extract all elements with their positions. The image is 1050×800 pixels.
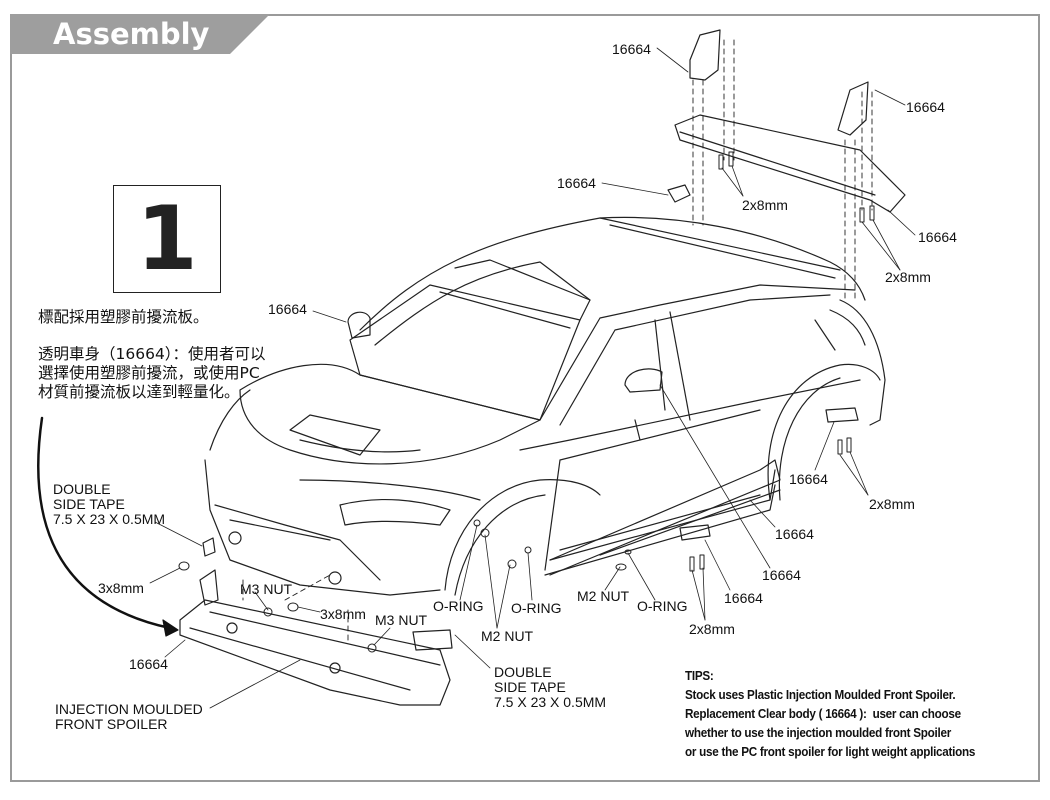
section-banner [10, 14, 270, 54]
label-tape-left-2: SIDE TAPE [53, 496, 125, 512]
label-tape-right-3: 7.5 X 23 X 0.5MM [494, 694, 607, 710]
label-spoiler-1: INJECTION MOULDED [55, 701, 203, 717]
label-wing-stay-right: 16664 [906, 99, 945, 115]
guide-lines [242, 39, 873, 641]
tips-line-4: or use the PC front spoiler for light we… [685, 744, 976, 759]
label-side-skirt: 16664 [775, 526, 814, 542]
note-zh-line-2: 透明車身（16664）：使用者可以 [38, 345, 266, 363]
label-screw-left: 3x8mm [98, 580, 144, 596]
label-wing-screws-left: 2x8mm [742, 197, 788, 213]
banner-shape [10, 14, 270, 54]
label-m3-nut-right: M3 NUT [375, 612, 428, 628]
label-antenna: 16664 [557, 175, 596, 191]
label-tape-left-1: DOUBLE [53, 481, 111, 497]
label-screw-center: 3x8mm [320, 606, 366, 622]
label-tape-left-3: 7.5 X 23 X 0.5MM [53, 511, 166, 527]
tips-line-3: whether to use the injection moulded fro… [685, 725, 952, 740]
label-spoiler-2: FRONT SPOILER [55, 716, 168, 732]
label-mirror-left: 16664 [268, 301, 307, 317]
page-frame [10, 14, 1040, 782]
car-body [179, 216, 886, 706]
label-rear-mount-screws: 2x8mm [869, 496, 915, 512]
step-number-box: 1 [113, 185, 221, 293]
label-wing-screws-right: 2x8mm [885, 269, 931, 285]
label-oring-3: O-RING [637, 598, 688, 614]
label-spoiler-part: 16664 [129, 656, 168, 672]
section-title: Assembly [53, 17, 210, 51]
label-m2-nut-side: M2 NUT [577, 588, 630, 604]
label-wing-endplate: 16664 [918, 229, 957, 245]
label-oring-2: O-RING [511, 600, 562, 616]
label-wing-stay-left: 16664 [612, 41, 651, 57]
leader-lines [149, 47, 916, 709]
rear-wing [667, 29, 906, 541]
label-tape-right-2: SIDE TAPE [494, 679, 566, 695]
tips-line-1: Stock uses Plastic Injection Moulded Fro… [685, 687, 956, 702]
label-rear-mount: 16664 [789, 471, 828, 487]
note-zh-line-1: 標配採用塑膠前擾流板。 [38, 308, 209, 326]
screws [178, 151, 875, 653]
direction-arrow [37, 416, 179, 637]
label-side-mount: 16664 [724, 590, 763, 606]
step-number: 1 [136, 187, 198, 290]
note-zh-line-4: 材質前擾流板以達到輕量化。 [38, 383, 240, 401]
label-m2-nut-front: M2 NUT [481, 628, 534, 644]
label-oring-1: O-RING [433, 598, 484, 614]
tips-line-2: Replacement Clear body ( 16664 ): user c… [685, 706, 961, 721]
note-zh-line-3: 選擇使用塑膠前擾流，或使用PC [38, 364, 260, 382]
label-m3-nut-left: M3 NUT [240, 581, 293, 597]
label-side-mount-screws: 2x8mm [689, 621, 735, 637]
label-mirror-right: 16664 [762, 567, 801, 583]
label-tape-right-1: DOUBLE [494, 664, 552, 680]
tips-title: TIPS: [685, 668, 714, 683]
